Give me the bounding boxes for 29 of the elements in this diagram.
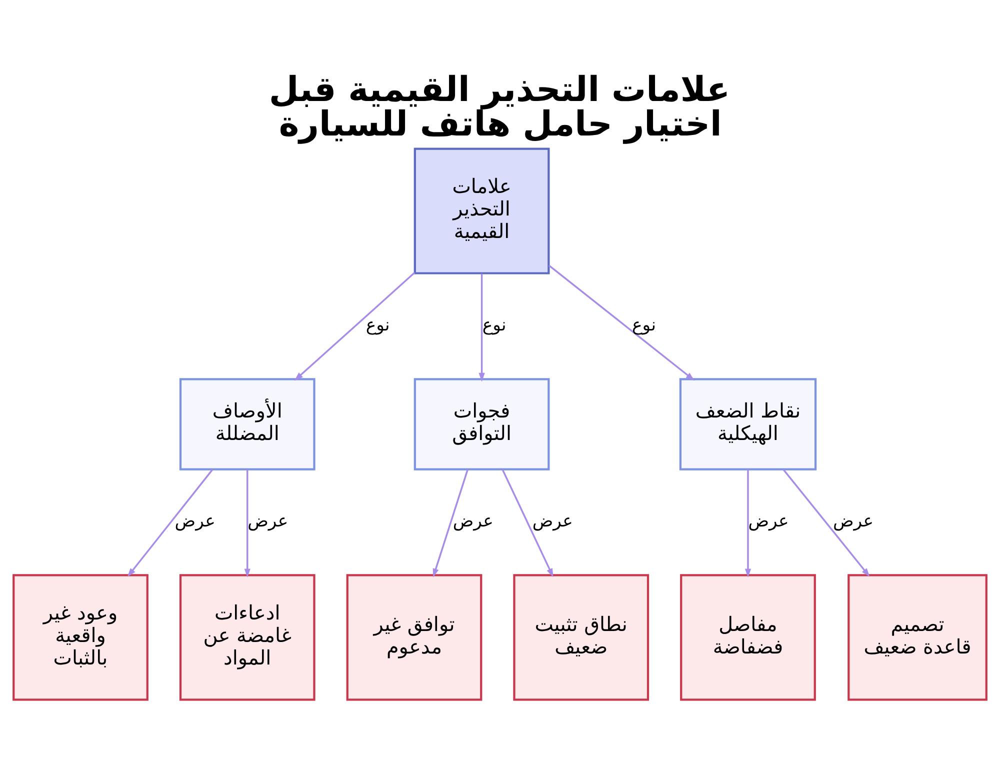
edge-label: عرض [452,512,494,532]
arrow [127,469,214,577]
arrow [432,469,468,578]
arrow [502,469,554,578]
edge-label: عرض [748,512,789,532]
arrow [478,274,485,382]
diagram-title: علامات التحذير القيمية قبل اختيار حامل هاتف للسيارة [268,70,730,144]
node-box: وعود غير واقعية بالثبات [12,574,148,701]
edge-label: نوع [632,316,656,336]
arrow [782,469,870,577]
node-box: الأوصاف المضللة [179,378,316,470]
node-box: نطاق تثبيت ضعيف [513,574,650,701]
node-box: مفاصل فضفاضة [680,574,816,701]
node-box: توافق غير مدعوم [346,574,482,701]
edge-label: عرض [532,512,573,532]
arrow [244,470,250,578]
edge-label: عرض [174,512,216,532]
edge-label: عرض [832,512,874,532]
node-box: علامات التحذير القيمية [414,148,550,274]
node-box: نقاط الضعف الهيكلية [679,378,817,470]
arrow [744,470,752,578]
node-box: تصميم قاعدة ضعيف [848,574,988,701]
node-box: ادعاءات غامضة عن المواد [179,574,316,701]
edge-label: نوع [482,316,506,336]
arrow [294,272,416,381]
arrow [548,264,695,381]
edge-label: عرض [248,512,288,532]
node-box: فجوات التوافق [414,378,550,470]
edge-label: نوع [366,316,390,336]
